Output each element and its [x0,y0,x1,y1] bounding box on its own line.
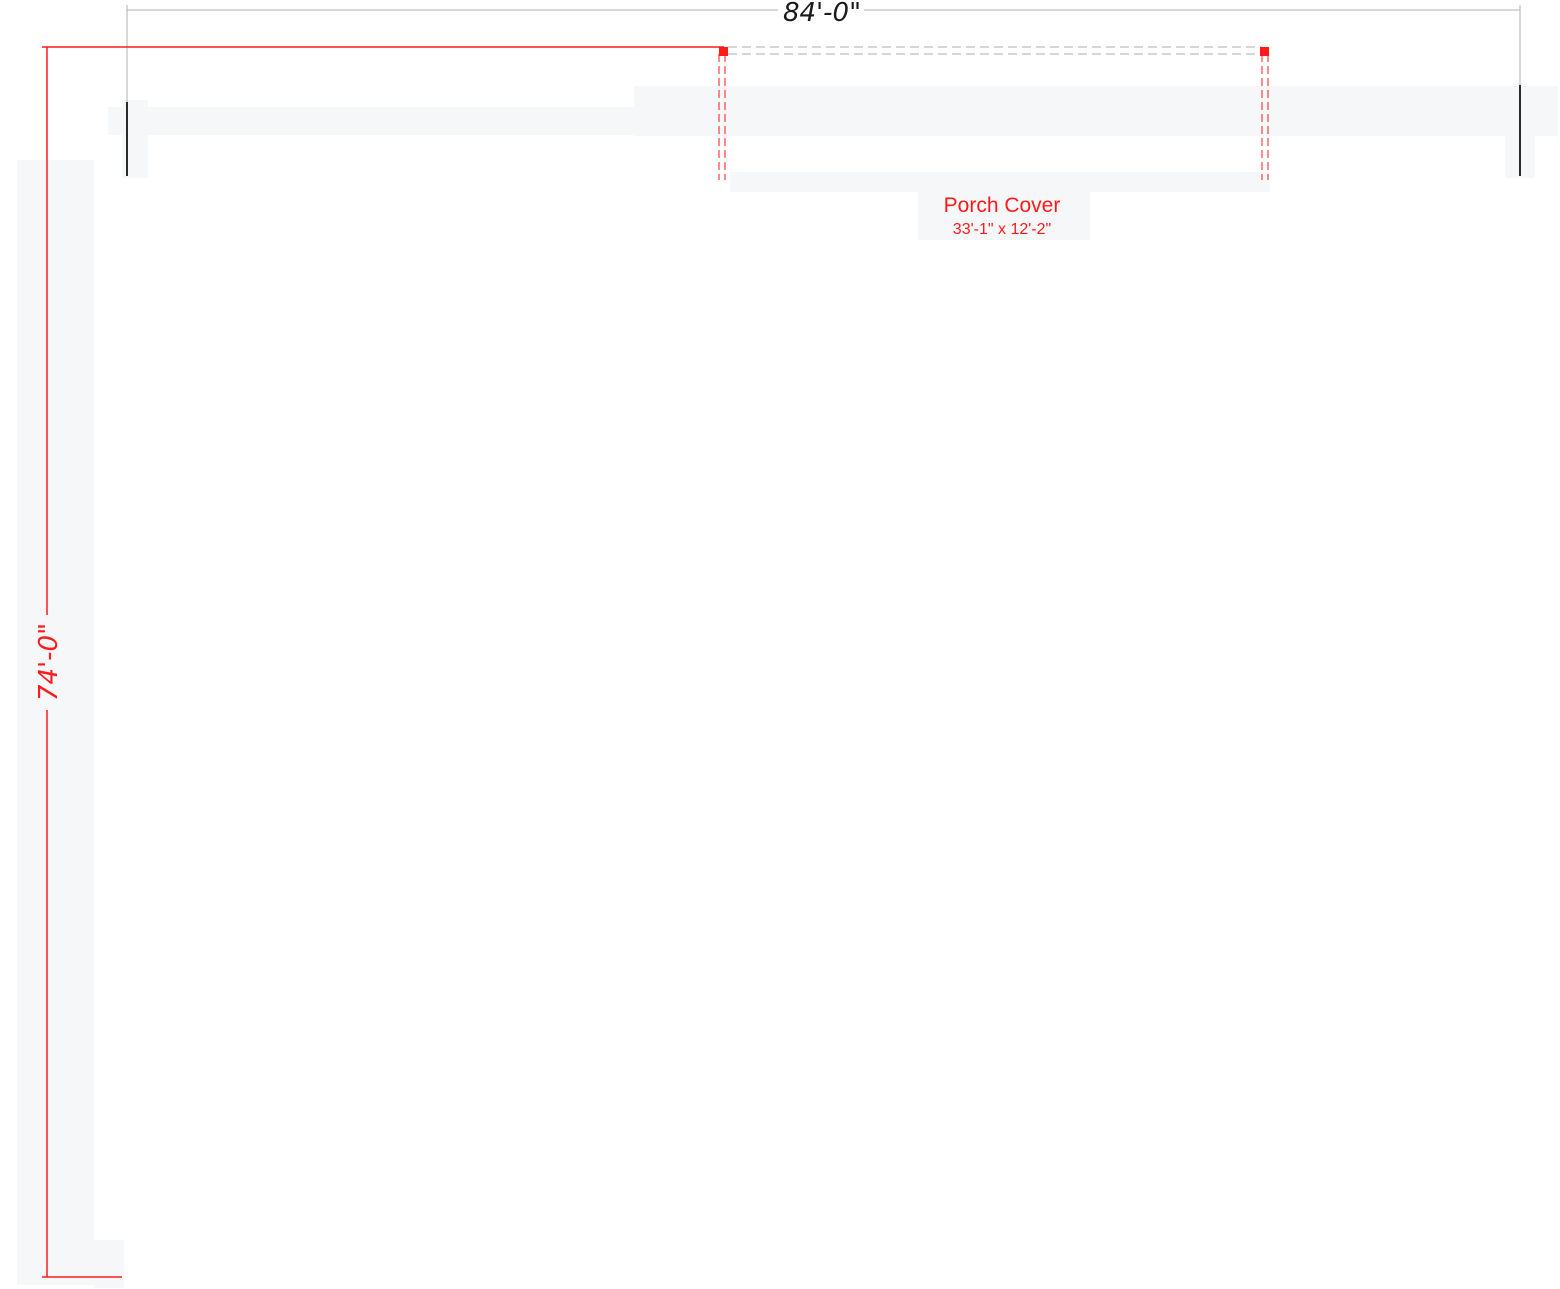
porch-right-corner-marker [1260,47,1269,56]
porch-left-corner-marker [719,47,728,56]
room-size: 33'-1" x 12'-2" [953,221,1051,238]
room-name: Porch Cover [944,194,1061,217]
overall-depth-label: 74'-0" [34,623,64,701]
overall-width-label: 84'-0" [783,0,861,28]
overall-width-dimension: 84'-0" [126,0,1521,110]
wall-end-ticks [126,85,1521,176]
top-left-wall-stub [122,100,148,178]
porch-shadow-band [730,172,1270,192]
porch-label-shadow [918,190,1090,240]
top-right-wall-band [634,86,1558,136]
left-wall-lower-band [94,1240,124,1288]
overall-depth-dimension [42,46,724,1278]
porch-cover-label: Porch Cover 33'-1" x 12'-2" [944,194,1061,238]
wall-shadows [17,86,1558,1288]
porch-cover-outline [718,46,1269,180]
width-label-backing [778,0,864,26]
top-left-wall-band [108,107,638,135]
left-wall-band [17,160,94,1285]
